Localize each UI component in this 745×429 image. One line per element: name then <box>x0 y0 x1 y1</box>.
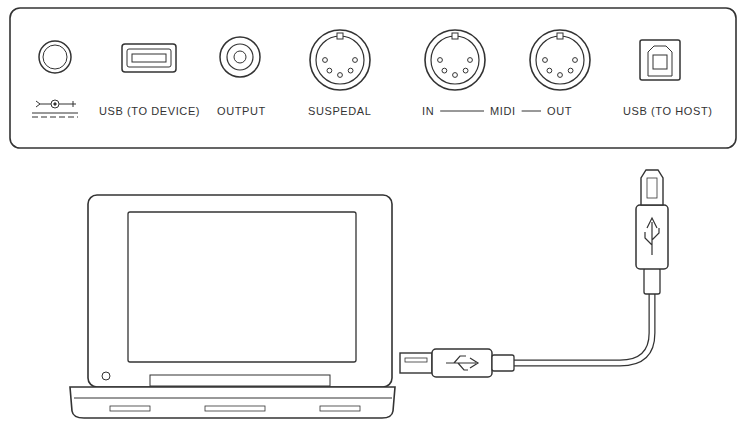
rear-panel <box>10 8 736 148</box>
pedal-din-socket <box>310 30 370 90</box>
usb-cable <box>400 170 668 377</box>
output-jack <box>220 37 260 77</box>
port-label: OUT <box>546 105 573 118</box>
laptop <box>70 195 395 418</box>
port-label: SUSPEDAL <box>307 105 373 118</box>
dc-polarity-symbol <box>32 100 78 117</box>
port-label: MIDI <box>489 105 517 118</box>
midi-out-socket <box>530 30 590 90</box>
dc-jack <box>39 41 71 73</box>
port-label: IN <box>421 105 435 118</box>
usb-b-socket <box>640 40 680 80</box>
port-label: USB (TO DEVICE) <box>98 105 201 118</box>
midi-dash <box>522 111 541 112</box>
port-label: USB (TO HOST) <box>622 105 714 118</box>
usb-a-socket <box>122 44 176 72</box>
midi-dash <box>440 111 484 112</box>
midi-in-socket <box>425 30 485 90</box>
port-label: OUTPUT <box>216 105 267 118</box>
